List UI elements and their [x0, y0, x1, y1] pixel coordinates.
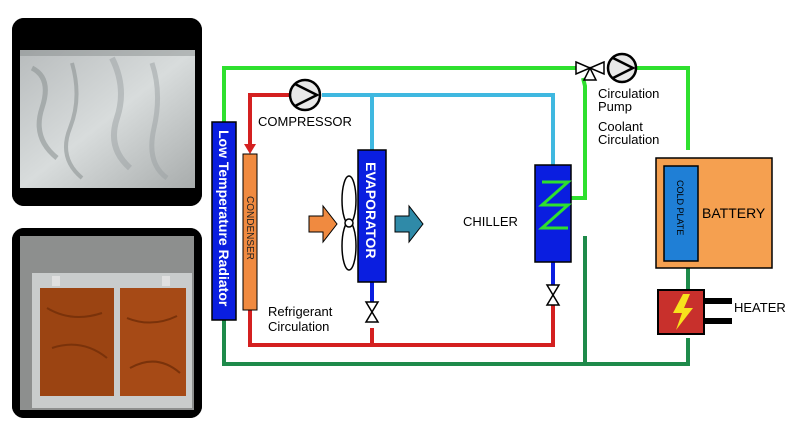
coolant-loop-dark [222, 236, 690, 366]
coolant-label-line2: Circulation [598, 132, 659, 147]
condenser-label: CONDENSER [244, 196, 255, 260]
airflow-out-arrow [394, 204, 424, 244]
cold-plate-photo [12, 228, 202, 418]
radiator-photo [12, 18, 202, 206]
condenser-inlet-arrow [244, 144, 256, 154]
evaporator-expansion-valve-icon [364, 301, 380, 323]
condenser [242, 153, 258, 311]
fan-icon [341, 175, 357, 271]
low-temp-radiator-label: Low Temperature Radiator [216, 130, 232, 307]
low-temp-radiator [211, 121, 237, 321]
battery-label: BATTERY [702, 205, 766, 221]
refrigerant-line-blue [322, 93, 555, 165]
refrigerant-line-red [248, 93, 555, 347]
coolant-label-line1: Coolant [598, 119, 643, 134]
heater [657, 289, 732, 335]
refrigerant-label-line2: Circulation [268, 319, 329, 334]
pump-label-line1: Circulation [598, 86, 659, 101]
evaporator-label: EVAPORATOR [363, 162, 379, 258]
circulation-pump-icon [606, 52, 638, 84]
chiller [534, 164, 572, 263]
compressor-label: COMPRESSOR [258, 114, 352, 129]
chiller-expansion-valve-icon [545, 284, 561, 306]
airflow-in-arrow [308, 204, 338, 244]
chiller-coil [538, 180, 572, 230]
heater-label: HEATER [734, 300, 786, 315]
lightning-icon [673, 294, 693, 330]
three-way-valve-icon [575, 60, 605, 81]
coolant-loop-green [222, 66, 690, 200]
refrigerant-label-line1: Refrigerant [268, 304, 333, 319]
compressor-icon [288, 78, 322, 112]
cold-plate [663, 165, 699, 262]
cold-plate-label: COLD PLATE [675, 180, 685, 235]
pump-label-line2: Pump [598, 99, 632, 114]
chiller-label: CHILLER [463, 214, 518, 229]
evaporator [357, 149, 387, 283]
